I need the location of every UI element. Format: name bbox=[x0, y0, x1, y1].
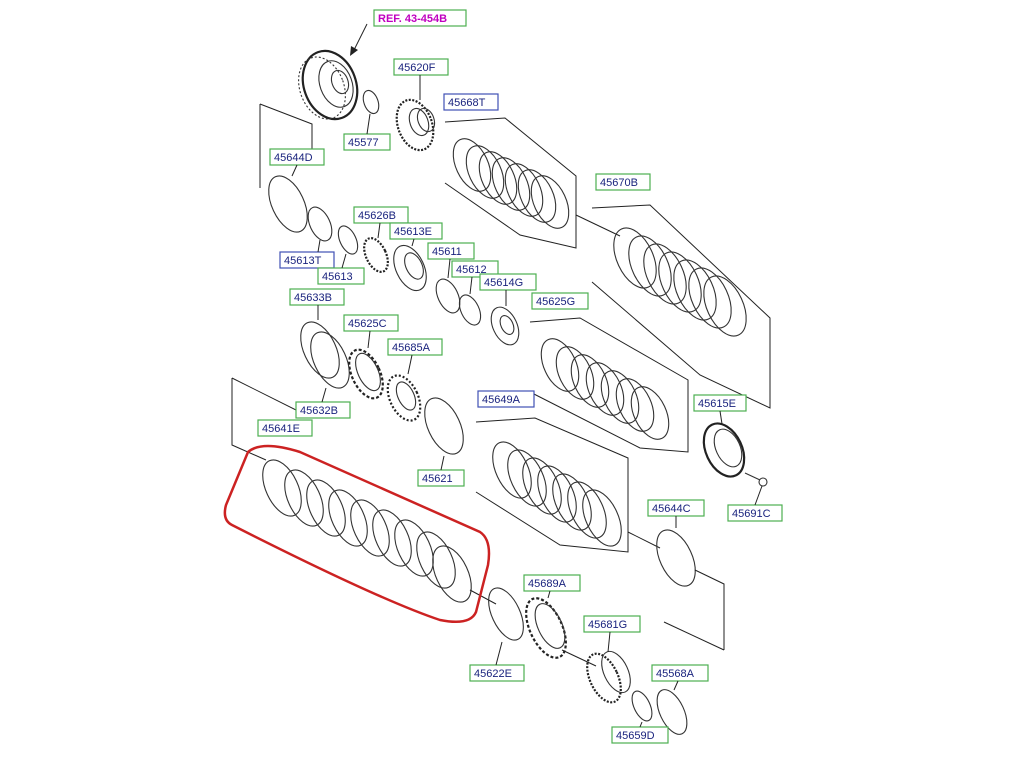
ring-45644C bbox=[656, 529, 696, 587]
label-45613T[interactable]: 45613T bbox=[279, 251, 335, 269]
svg-text:45625G: 45625G bbox=[536, 296, 575, 308]
label-45691C[interactable]: 45691C bbox=[727, 504, 783, 522]
svg-text:REF. 43-454B: REF. 43-454B bbox=[378, 13, 447, 25]
ring-45644D bbox=[268, 175, 308, 233]
frame-45641E bbox=[231, 378, 267, 461]
frame-45625G bbox=[529, 317, 689, 453]
label-45668T[interactable]: 45668T bbox=[443, 93, 499, 111]
svg-text:45668T: 45668T bbox=[448, 97, 486, 109]
svg-text:45644C: 45644C bbox=[652, 503, 691, 515]
hub-45614G bbox=[490, 306, 520, 346]
svg-text:45611: 45611 bbox=[432, 246, 462, 258]
frame-45670B bbox=[591, 204, 771, 409]
label-45620F[interactable]: 45620F bbox=[393, 58, 449, 76]
svg-text:45685A: 45685A bbox=[392, 342, 431, 354]
label-45611[interactable]: 45611 bbox=[427, 242, 475, 260]
svg-text:45625C: 45625C bbox=[348, 318, 387, 330]
ring-45633B bbox=[300, 321, 340, 379]
clutch-pack-45625G bbox=[540, 338, 670, 440]
ring-45612 bbox=[458, 294, 482, 326]
label-45625C[interactable]: 45625C bbox=[343, 314, 399, 332]
part-45613E bbox=[393, 244, 427, 292]
ring-45577 bbox=[362, 89, 380, 115]
highlight-outline bbox=[223, 444, 491, 623]
label-45633B[interactable]: 45633B bbox=[289, 288, 345, 306]
frame-45644C bbox=[694, 569, 725, 650]
label-45568A[interactable]: 45568A bbox=[651, 664, 709, 682]
ring-45611 bbox=[435, 278, 461, 314]
clutch-pack-45649A bbox=[492, 441, 622, 547]
label-45613E[interactable]: 45613E bbox=[389, 222, 443, 240]
svg-text:45613E: 45613E bbox=[394, 226, 432, 238]
label-ref[interactable]: REF. 43-454B bbox=[373, 9, 467, 27]
leader-lines bbox=[291, 75, 763, 728]
frame-45644D bbox=[259, 103, 313, 160]
label-45641E[interactable]: 45641E bbox=[257, 419, 313, 437]
svg-text:45641E: 45641E bbox=[262, 423, 300, 435]
svg-text:45689A: 45689A bbox=[528, 578, 567, 590]
label-45622E[interactable]: 45622E bbox=[469, 664, 525, 682]
svg-text:45577: 45577 bbox=[348, 137, 379, 149]
clutch-pack-45641E bbox=[262, 459, 472, 603]
label-45613[interactable]: 45613 bbox=[317, 267, 365, 285]
ref-arrow-head bbox=[350, 46, 358, 56]
drum-45689A bbox=[525, 597, 567, 659]
svg-text:45620F: 45620F bbox=[398, 62, 436, 74]
label-45577[interactable]: 45577 bbox=[343, 133, 391, 151]
retainer-45615E bbox=[702, 422, 746, 478]
clutch-pack-45670B bbox=[613, 227, 747, 337]
ref-arrow-line bbox=[352, 23, 368, 53]
label-45626B[interactable]: 45626B bbox=[353, 206, 409, 224]
label-45670B[interactable]: 45670B bbox=[595, 173, 651, 191]
svg-text:45691C: 45691C bbox=[732, 508, 771, 520]
drum-assembly bbox=[298, 49, 359, 121]
gear-45626B bbox=[363, 237, 389, 273]
svg-text:45632B: 45632B bbox=[300, 405, 338, 417]
label-45644D[interactable]: 45644D bbox=[269, 148, 325, 166]
svg-text:45626B: 45626B bbox=[358, 210, 396, 222]
svg-text:45614G: 45614G bbox=[484, 277, 523, 289]
svg-text:45681G: 45681G bbox=[588, 619, 627, 631]
svg-text:45644D: 45644D bbox=[274, 152, 313, 164]
ring-45632B bbox=[310, 331, 350, 389]
svg-text:45670B: 45670B bbox=[600, 177, 638, 189]
label-45685A[interactable]: 45685A bbox=[387, 338, 443, 356]
svg-text:45612: 45612 bbox=[456, 264, 487, 276]
label-45621[interactable]: 45621 bbox=[417, 469, 465, 487]
label-45689A[interactable]: 45689A bbox=[523, 574, 581, 592]
label-45644C[interactable]: 45644C bbox=[647, 499, 705, 517]
gear-45620F bbox=[395, 98, 436, 152]
label-45612[interactable]: 45612 bbox=[451, 260, 499, 278]
part-45625C bbox=[348, 348, 384, 400]
label-45625G[interactable]: 45625G bbox=[531, 292, 589, 310]
label-45615E[interactable]: 45615E bbox=[693, 394, 747, 412]
label-45632B[interactable]: 45632B bbox=[295, 401, 351, 419]
ring-45568A bbox=[656, 689, 688, 735]
label-45681G[interactable]: 45681G bbox=[583, 615, 641, 633]
frame-45649A bbox=[475, 417, 629, 553]
frame-45668T bbox=[444, 117, 577, 249]
svg-text:45633B: 45633B bbox=[294, 292, 332, 304]
label-45659D[interactable]: 45659D bbox=[611, 726, 669, 744]
svg-text:45649A: 45649A bbox=[482, 394, 521, 406]
bolt-45691C bbox=[744, 472, 768, 487]
svg-text:45568A: 45568A bbox=[656, 668, 695, 680]
gear-45681G bbox=[586, 650, 631, 704]
label-45649A[interactable]: 45649A bbox=[477, 390, 535, 408]
svg-text:45659D: 45659D bbox=[616, 730, 655, 742]
svg-text:45615E: 45615E bbox=[698, 398, 736, 410]
ring-45621 bbox=[424, 397, 464, 455]
svg-text:45621: 45621 bbox=[422, 473, 453, 485]
svg-text:45613: 45613 bbox=[322, 271, 353, 283]
ring-45613T bbox=[307, 206, 333, 242]
label-45614G[interactable]: 45614G bbox=[479, 273, 537, 291]
svg-text:45622E: 45622E bbox=[474, 668, 512, 680]
ring-45622E bbox=[488, 587, 524, 641]
ring-45613 bbox=[337, 225, 359, 255]
bearing-45685A bbox=[386, 374, 422, 422]
clutch-pack-45668T bbox=[452, 138, 570, 229]
svg-text:45613T: 45613T bbox=[284, 255, 322, 267]
ring-45659D bbox=[631, 690, 653, 722]
